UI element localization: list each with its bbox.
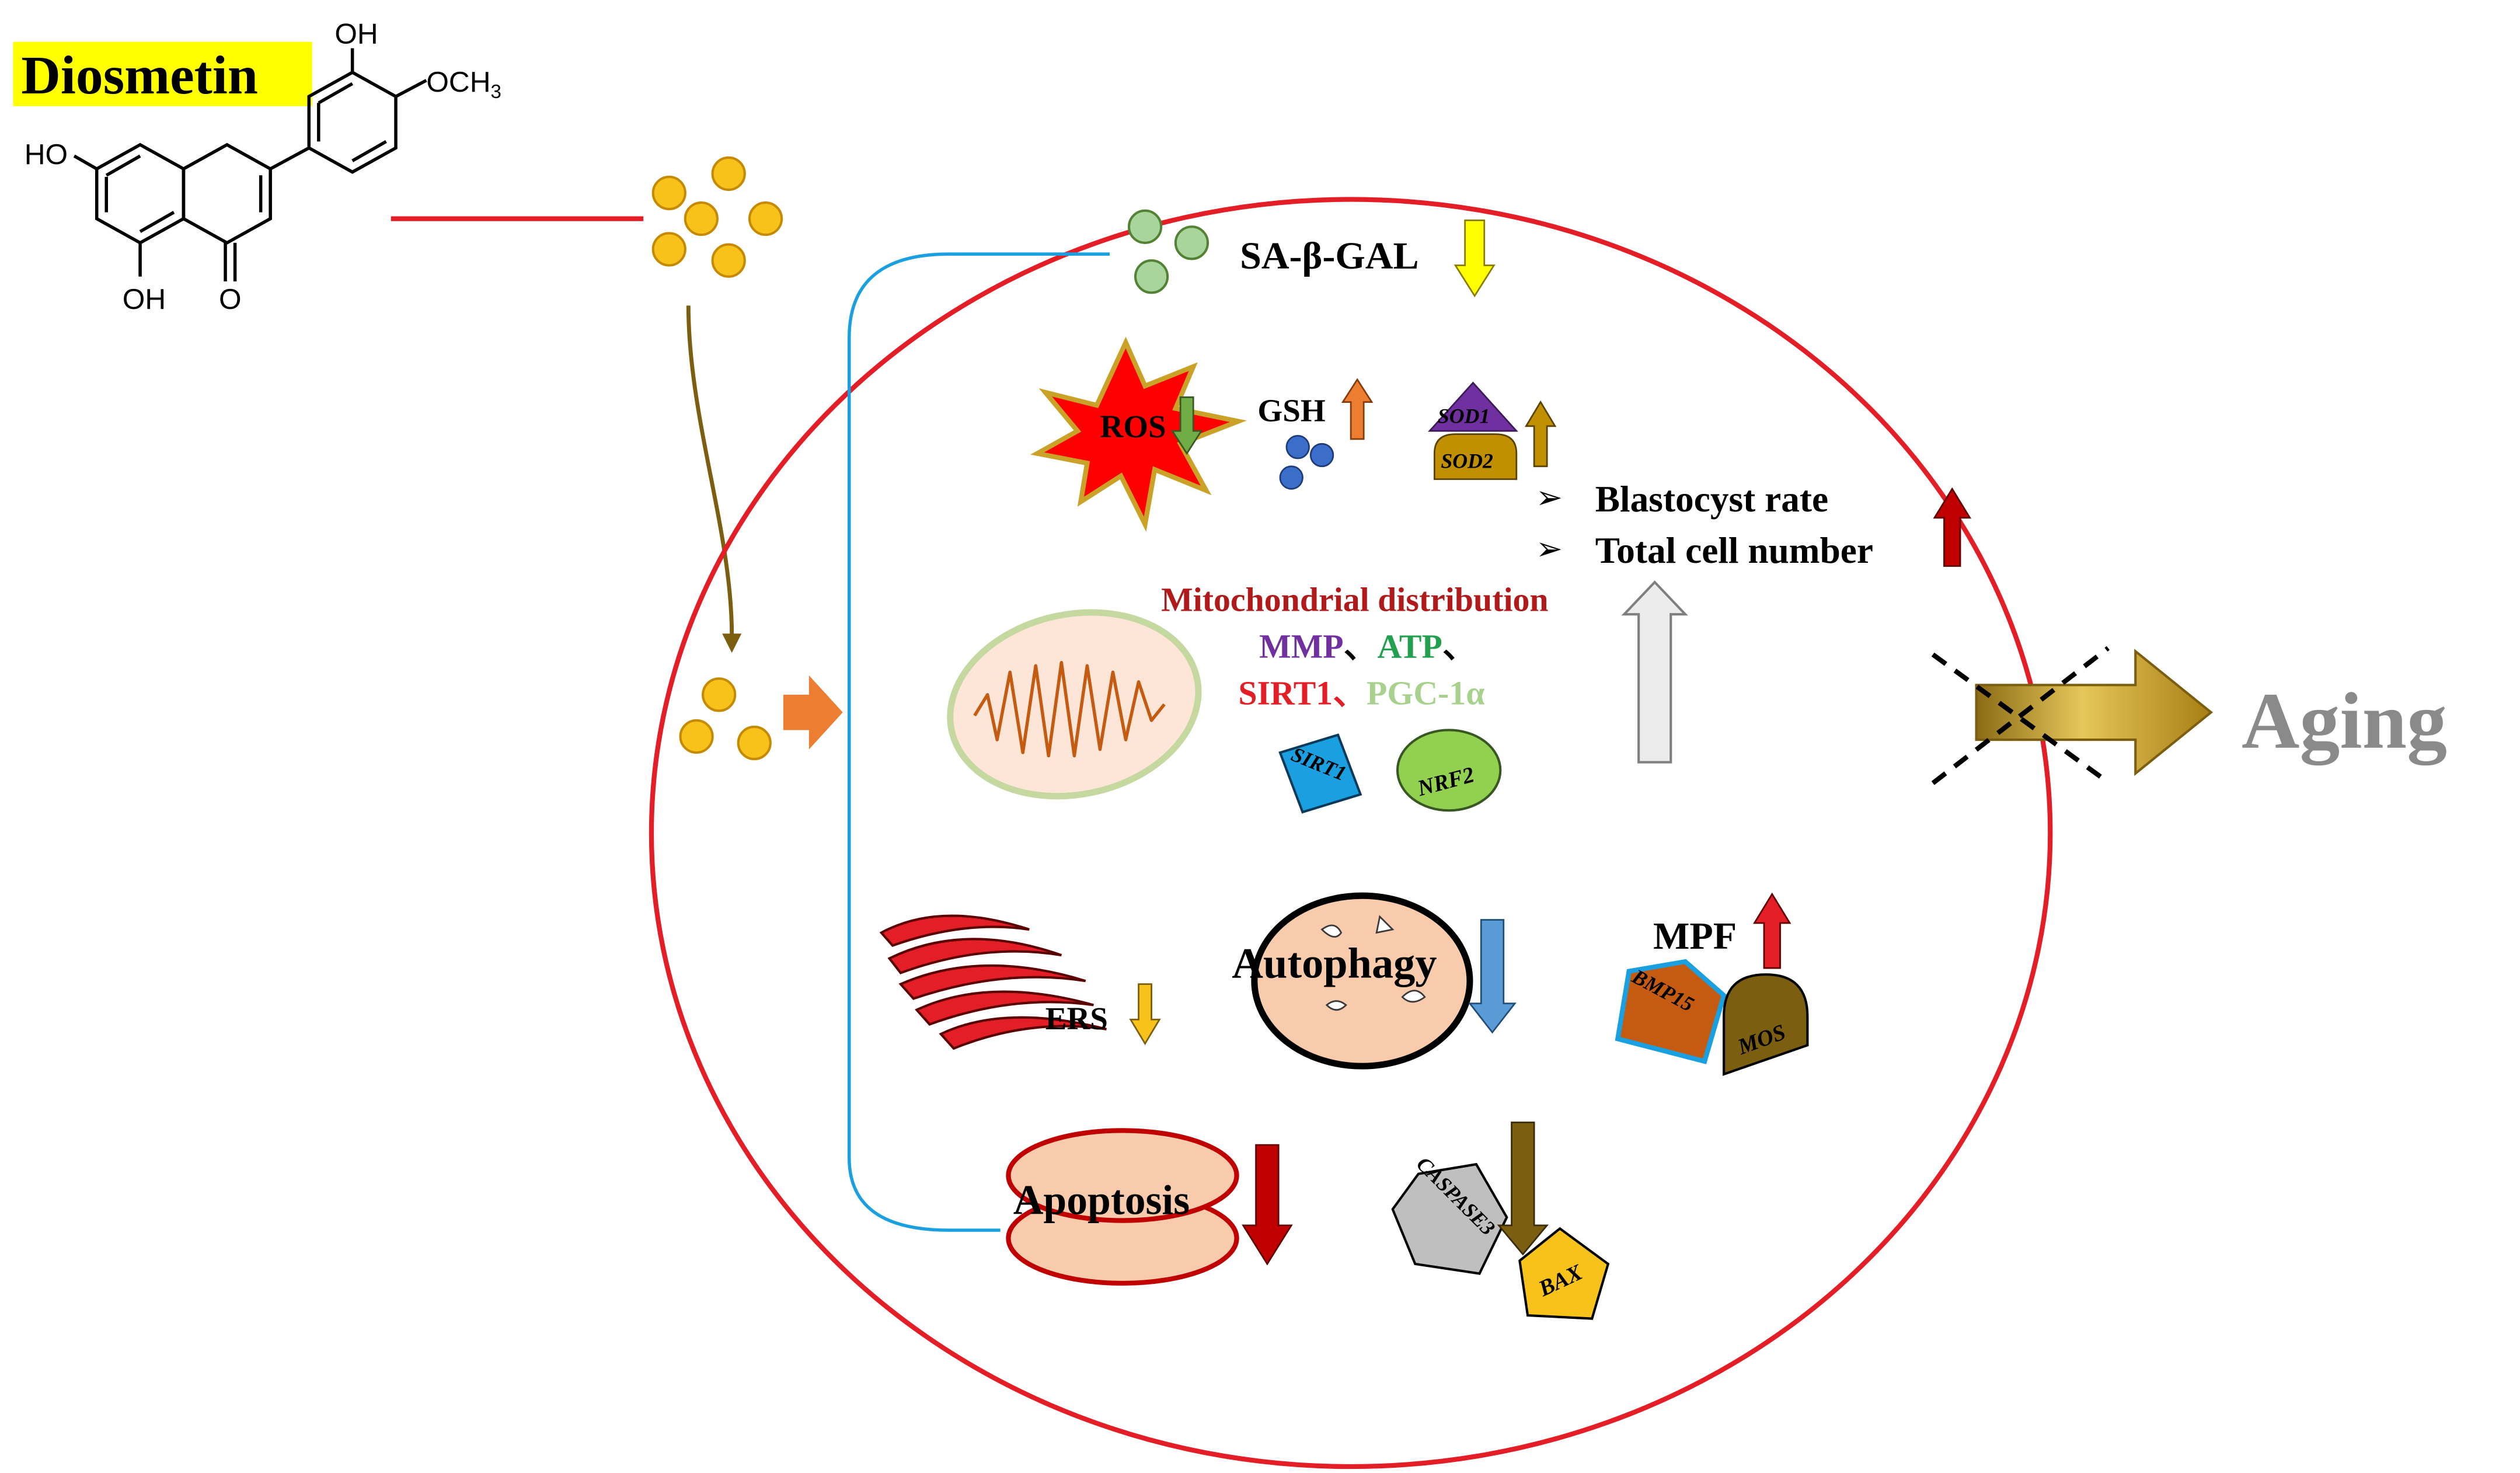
aging-label: Aging <box>2242 676 2447 765</box>
sod1-label: SOD1 <box>1438 404 1490 427</box>
apoptotic-body-top <box>1006 1128 1239 1223</box>
molecule-oh-top: OH <box>334 17 378 50</box>
mos-shape <box>1723 973 1809 1076</box>
apoptosis-label: Apoptosis <box>1013 1178 1190 1224</box>
sirt1-shape <box>1278 733 1362 814</box>
caspase-bax-down-arrow <box>1497 1122 1549 1256</box>
sod2-shape <box>1433 433 1518 480</box>
mpf-label: MPF <box>1653 915 1737 957</box>
sa-gal-label: SA-β-GAL <box>1240 235 1419 277</box>
molecule-och3-main: OCH <box>426 65 490 98</box>
pathway-bracket <box>848 252 1110 1232</box>
autophagy-down-arrow <box>1468 919 1517 1034</box>
sa-gal-down-arrow <box>1454 219 1496 298</box>
diosmetin-structure <box>73 48 427 282</box>
ros-down-arrow <box>1170 396 1203 455</box>
atp-separator: 、 <box>1442 628 1476 666</box>
atp-label: ATP <box>1377 628 1442 666</box>
bax-shape <box>1518 1227 1610 1320</box>
autophagy-label: Autophagy <box>1232 940 1437 988</box>
blastocyst-bullet: ➢ <box>1536 479 1563 515</box>
sod1-triangle <box>1427 381 1518 432</box>
total-cell-bullet: ➢ <box>1536 531 1563 567</box>
sirt1-separator: 、 <box>1333 674 1367 712</box>
aging-arrow <box>1975 649 2213 776</box>
apoptosis-down-arrow <box>1242 1144 1293 1266</box>
ros-starburst <box>1030 336 1247 532</box>
mitochondrion-cristae <box>973 661 1166 758</box>
molecule-ho-left: HO <box>25 138 68 170</box>
bmp15-shape <box>1615 959 1727 1064</box>
mito-markers-line1: MMP、ATP、 <box>1259 628 1476 666</box>
title: Diosmetin <box>21 46 258 106</box>
aging-block-x1 <box>1931 652 2107 782</box>
molecule-och3-sub: 3 <box>491 81 501 103</box>
mito-distribution-label: Mitochondrial distribution <box>1161 581 1549 619</box>
mitochondrion-outer <box>947 609 1202 800</box>
drug-dots-cluster <box>651 156 783 278</box>
development-up-arrow <box>1933 487 1972 567</box>
caspase3-shape <box>1391 1162 1508 1275</box>
er-stack <box>879 914 1107 1050</box>
nrf2-shape <box>1396 729 1502 812</box>
uptake-arrowhead <box>722 633 742 653</box>
blastocyst-label: Blastocyst rate <box>1595 479 1828 520</box>
cell-boundary <box>649 197 2053 1469</box>
autophagosome-contents <box>1320 915 1426 1011</box>
uptake-arrow <box>686 305 734 635</box>
molecule-och3: OCH3 <box>426 65 501 103</box>
gsh-up-arrow <box>1341 378 1374 440</box>
autophagosome <box>1251 892 1473 1070</box>
molecule-o-ketone: O <box>219 283 242 315</box>
sa-gal-dots <box>1127 209 1210 294</box>
ros-label: ROS <box>1100 409 1166 444</box>
sod2-label: SOD2 <box>1441 450 1493 473</box>
title-highlight <box>13 41 312 106</box>
gsh-dots <box>1279 435 1334 490</box>
total-cell-label: Total cell number <box>1595 530 1873 571</box>
ers-down-arrow <box>1129 983 1161 1046</box>
mmp-separator: 、 <box>1344 628 1378 666</box>
intracellular-drug-dots <box>679 677 772 761</box>
mpf-up-arrow <box>1753 892 1791 969</box>
mito-improvement-up-arrow <box>1621 580 1688 764</box>
sod-up-arrow <box>1524 400 1557 468</box>
gsh-label: GSH <box>1257 393 1325 429</box>
sirt1-label: SIRT1 <box>1238 674 1333 712</box>
mito-markers-line2: SIRT1、PGC-1α <box>1238 674 1484 712</box>
pgc-label: PGC-1α <box>1367 674 1485 712</box>
orange-arrow <box>783 675 843 750</box>
aging-block-x2 <box>1931 646 2110 785</box>
mmp-label: MMP <box>1259 628 1344 666</box>
molecule-oh-bottom: OH <box>123 283 166 315</box>
ers-label: ERS <box>1045 1001 1108 1036</box>
